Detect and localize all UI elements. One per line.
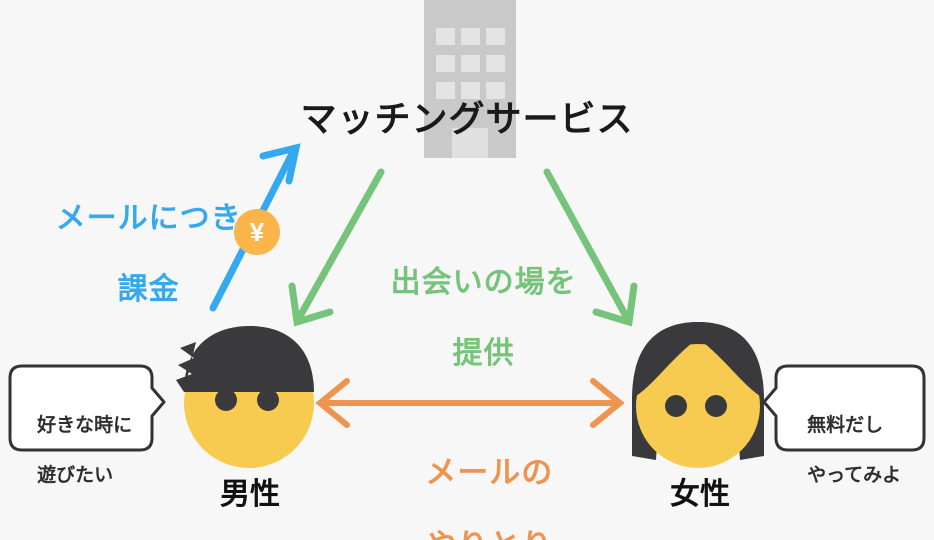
exchange-arrow: [315, 378, 625, 428]
exchange-edge-label-line1: メールの: [425, 454, 554, 490]
page-title: マッチングサービス: [300, 98, 634, 139]
provide-arrow-to-male: [288, 168, 385, 327]
female-bubble-line2: やってみよ: [807, 465, 902, 487]
charge-edge-label-line2: 課金: [117, 273, 180, 307]
male-avatar-icon: [176, 326, 314, 468]
male-node-label: 男性: [220, 478, 280, 511]
charge-edge-label: メールにつき 課金: [8, 166, 252, 343]
female-bubble-text: 無料だし やってみよ: [786, 388, 918, 513]
male-bubble-text: 好きな時に 遊びたい: [16, 388, 142, 513]
male-speech-bubble: [8, 364, 166, 452]
female-node-label: 女性: [670, 478, 730, 511]
female-avatar-icon: [632, 322, 764, 468]
female-speech-bubble: [762, 364, 926, 452]
exchange-edge-label: メールの やりとり: [355, 418, 585, 540]
office-building-icon: [424, 0, 516, 158]
provide-edge-label-line2: 提供: [452, 337, 515, 371]
yen-coin-icon: ¥: [234, 209, 280, 255]
provide-edge-label-line1: 出会いの場を: [390, 266, 577, 300]
provide-edge-label: 出会いの場を 提供: [345, 230, 585, 407]
exchange-edge-label-line2: やりとり: [425, 528, 553, 540]
male-bubble-line2: 遊びたい: [37, 465, 114, 487]
yen-symbol: ¥: [249, 217, 265, 247]
charge-edge-label-line1: メールにつき: [55, 202, 242, 236]
provide-arrow-to-female: [543, 168, 638, 327]
male-bubble-line1: 好きな時に: [37, 415, 133, 437]
female-bubble-line1: 無料だし: [807, 415, 884, 437]
